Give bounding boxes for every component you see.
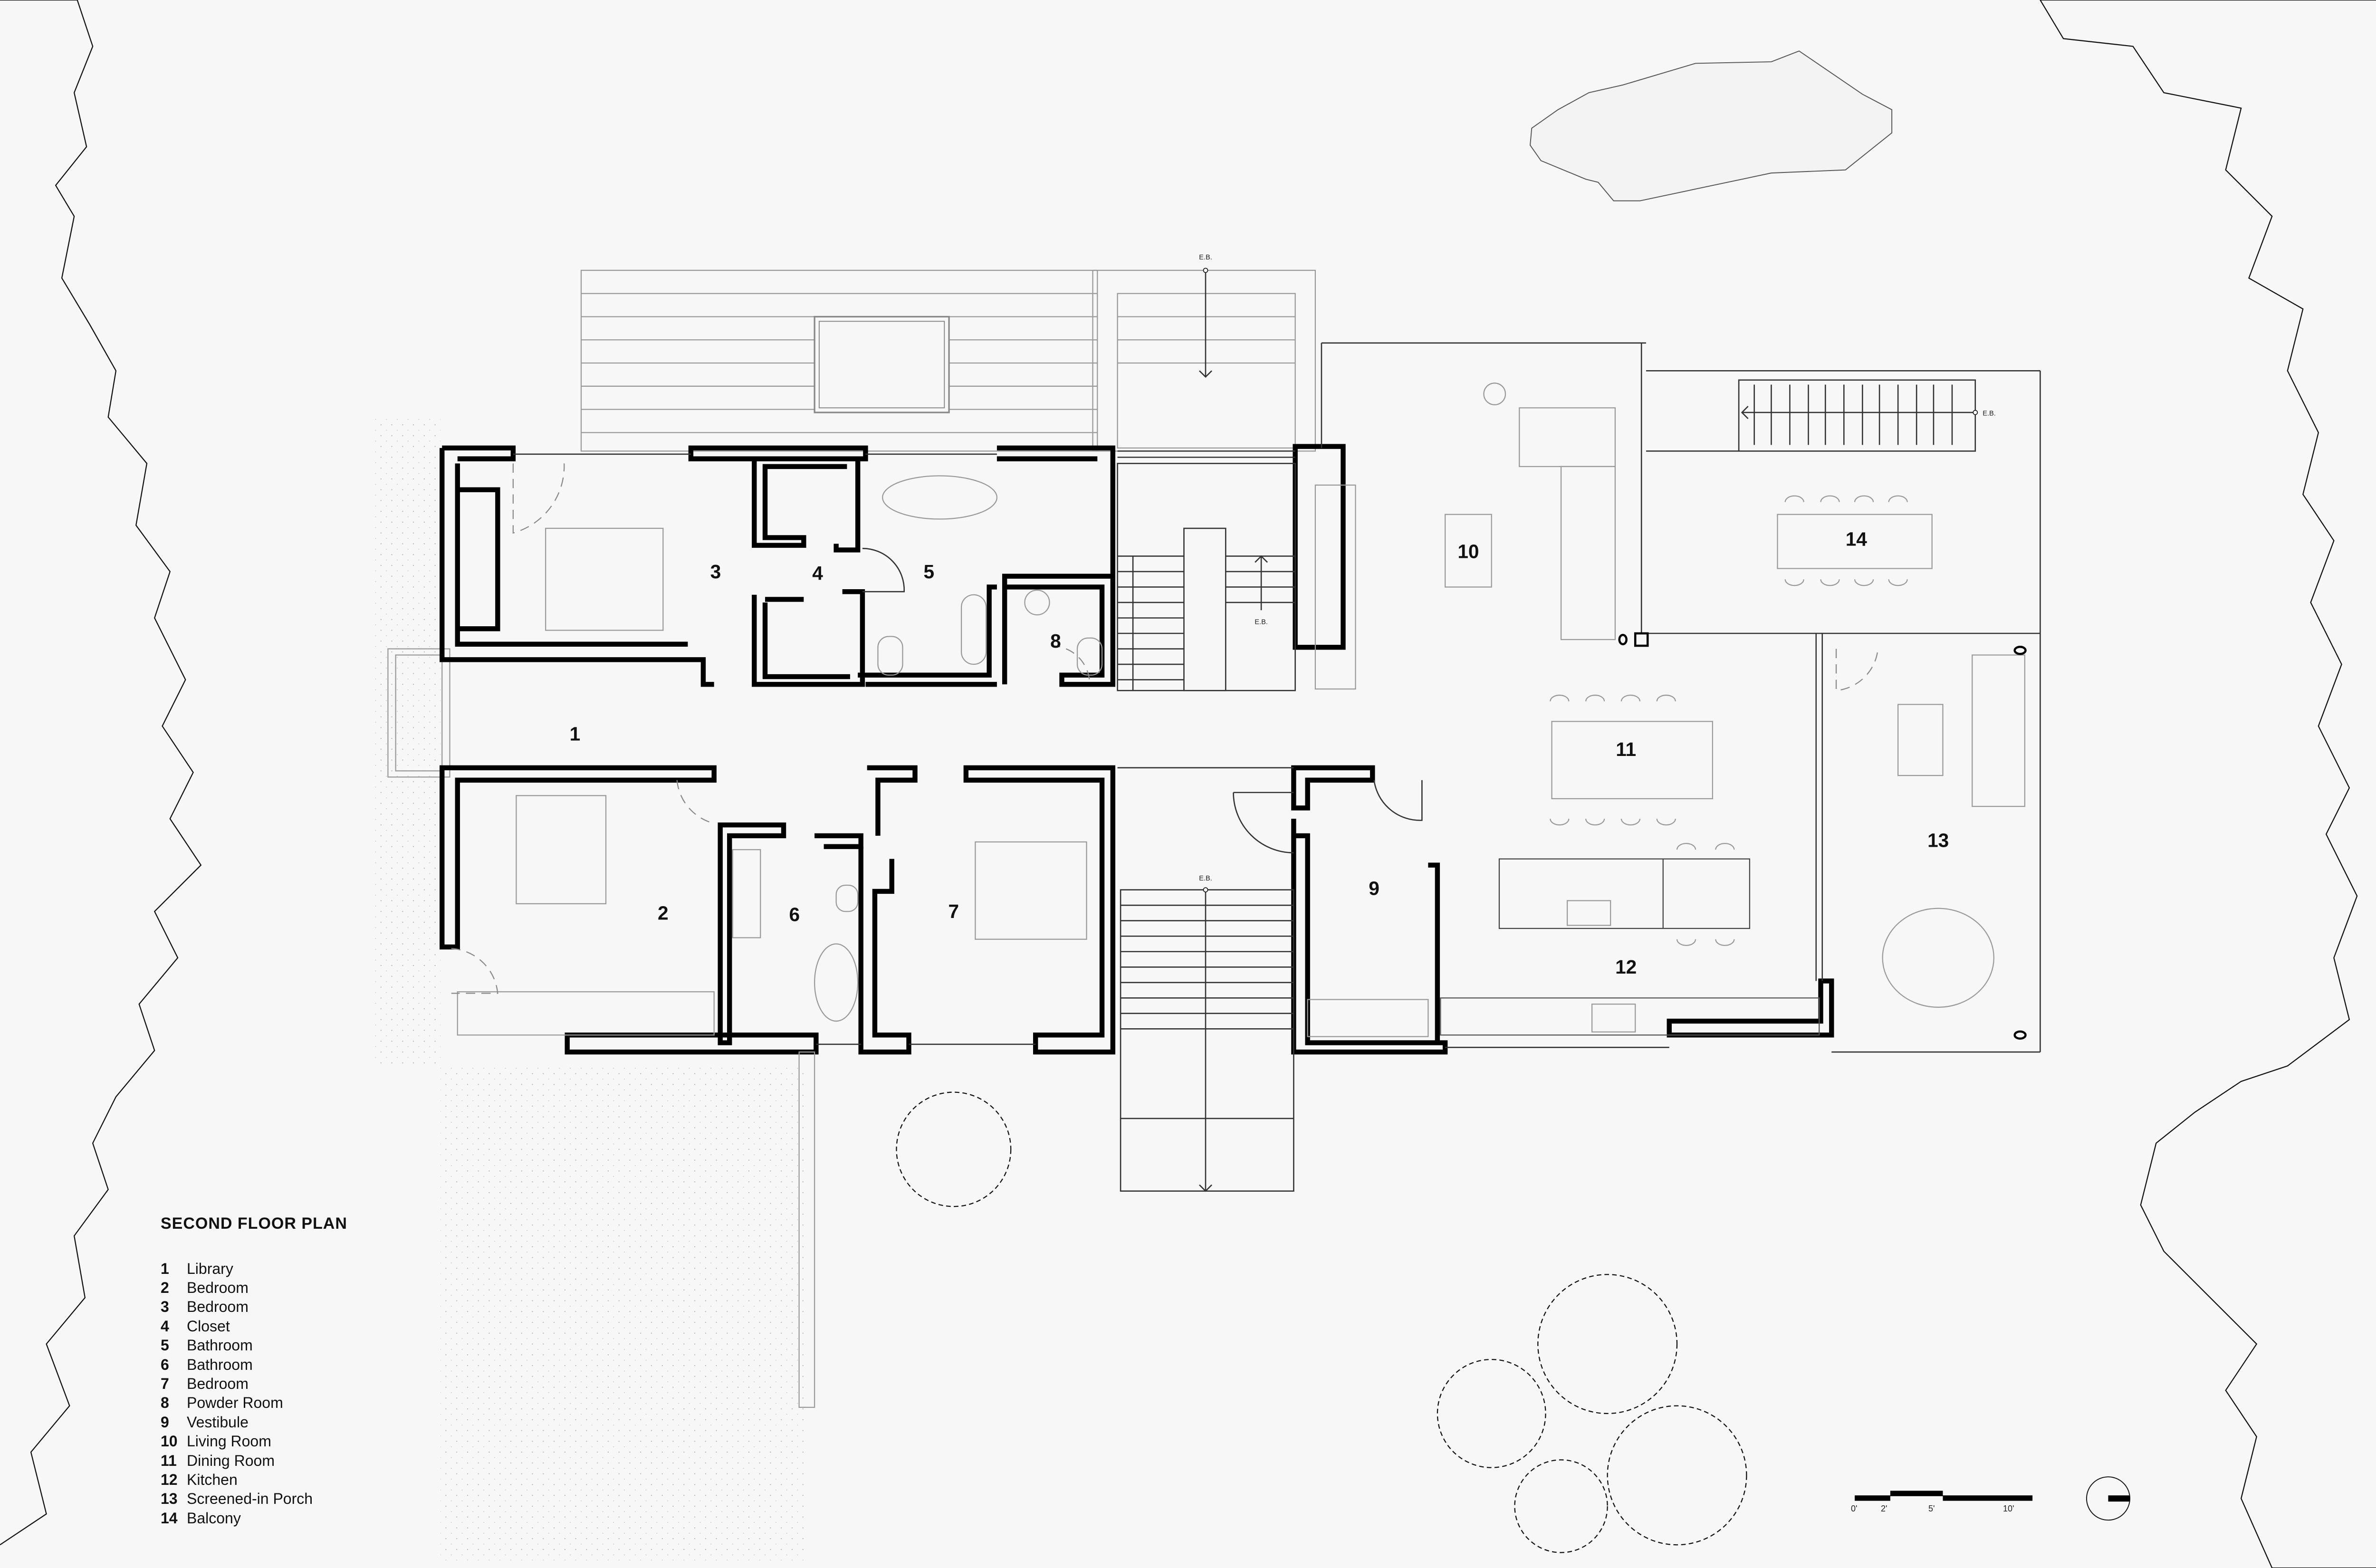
lower-roof-slats [580, 269, 1098, 452]
chairs [1550, 495, 1908, 946]
svg-text:E.B.: E.B. [1255, 619, 1268, 626]
door-swing-vestibule [1373, 780, 1423, 821]
room-tag-14: 14 [1846, 528, 1868, 550]
scale-tick-0: 0' [1851, 1504, 1858, 1513]
tree-small [896, 1091, 1012, 1207]
south-entry-stair: E.B. [1120, 792, 1294, 1192]
walls [440, 444, 1834, 1055]
scale-bar [1855, 1491, 2033, 1501]
north-exterior-stair: E.B. [1092, 254, 1316, 452]
room-tag-1: 1 [570, 723, 581, 745]
ground-stipple [371, 417, 804, 1560]
room-tag-3: 3 [710, 561, 721, 583]
room-tag-11: 11 [1616, 738, 1636, 760]
room-tag-5: 5 [923, 561, 934, 583]
room-tag-10: 10 [1457, 541, 1479, 563]
envelope [387, 648, 450, 778]
balcony-stair: E.B. [1738, 379, 1996, 452]
room-tag-9: 9 [1369, 877, 1380, 899]
tree-line-right [2040, 0, 2376, 1568]
tree-cluster [1437, 1274, 1747, 1553]
north-arrow-icon [2086, 1476, 2130, 1521]
room-tag-2: 2 [658, 902, 669, 924]
scale-tick-5: 5' [1928, 1504, 1935, 1513]
svg-text:E.B.: E.B. [1199, 254, 1212, 261]
room-tag-8: 8 [1050, 630, 1061, 652]
scale-tick-10: 10' [2003, 1504, 2014, 1513]
room-tag-13: 13 [1927, 830, 1949, 851]
plan-title: SECOND FLOOR PLAN [161, 1214, 347, 1233]
room-tag-4: 4 [812, 562, 823, 584]
columns [1618, 632, 2027, 1040]
svg-text:E.B.: E.B. [1983, 410, 1996, 418]
room-tags: 1 2 3 4 5 6 7 8 9 10 11 12 13 14 [570, 528, 1949, 978]
site-post [798, 1051, 815, 1408]
pond-outline [1530, 50, 1893, 201]
interior-stair: E.B. [1117, 463, 1296, 691]
tree-line-left [0, 0, 202, 1546]
svg-text:E.B.: E.B. [1199, 875, 1212, 882]
room-tag-7: 7 [948, 900, 959, 922]
furniture [457, 382, 2025, 1037]
door-swings [451, 463, 1878, 994]
door-swing-bath5 [862, 547, 905, 593]
scale-tick-2: 2' [1881, 1504, 1887, 1513]
glazing [513, 342, 2041, 1053]
room-tag-6: 6 [789, 904, 800, 926]
room-tag-12: 12 [1615, 956, 1637, 978]
